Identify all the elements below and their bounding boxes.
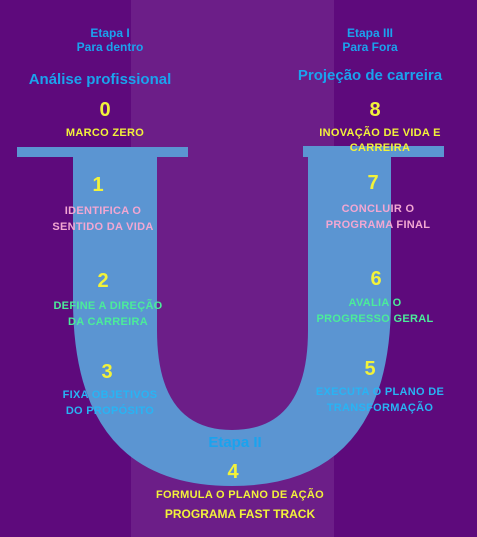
step-5-label: EXECUTA O PLANO DE TRANSFORMAÇÃO: [300, 386, 460, 414]
step-1-line2: SENTIDO DA VIDA: [52, 220, 154, 233]
step-2-number: 2: [97, 270, 109, 292]
step-7-number: 7: [367, 172, 379, 194]
step-6-label: AVALIA O PROGRESSO GERAL: [305, 297, 445, 325]
step-7-label: CONCLUIR O PROGRAMA FINAL: [308, 203, 448, 231]
step-5-line1: EXECUTA O PLANO DE: [315, 386, 445, 398]
step-4-number: 4: [227, 461, 239, 483]
stage-left-line2: Para dentro: [76, 39, 144, 54]
stage-right-line2: Para Fora: [342, 39, 398, 54]
step-0-number: 0: [99, 99, 111, 121]
step-2-line2: DA CARREIRA: [68, 315, 148, 328]
step-8-number: 8: [369, 99, 381, 121]
step-3-line1: FIXA OBJETIVOS: [62, 389, 158, 401]
step-5-number: 5: [364, 358, 376, 380]
step-3-label: FIXA OBJETIVOS DO PROPÓSITO: [40, 389, 180, 417]
step-1-number: 1: [92, 174, 104, 196]
program-title: PROGRAMA FAST TRACK: [164, 507, 316, 521]
step-6-line2: PROGRESSO GERAL: [316, 312, 434, 325]
stage-right-line1: Etapa III: [346, 26, 393, 40]
stage-left-line1: Etapa I: [90, 26, 130, 40]
step-7-line1: CONCLUIR O: [341, 203, 415, 215]
step-4-label: FORMULA O PLANO DE AÇÃO: [155, 489, 325, 501]
stage-right-title: Etapa III Para Fora: [320, 26, 420, 55]
step-1-line1: IDENTIFICA O: [64, 205, 142, 217]
step-5-line2: TRANSFORMAÇÃO: [326, 401, 434, 414]
step-1-label: IDENTIFICA O SENTIDO DA VIDA: [33, 205, 173, 233]
u-shape-path: [17, 146, 444, 486]
stage-middle-label: Etapa II: [208, 434, 262, 451]
step-8-label: INOVAÇÃO DE VIDA E CARREIRA: [300, 127, 460, 154]
step-3-number: 3: [101, 361, 113, 383]
stage-right-subtitle: Projeção de carreira: [297, 67, 443, 84]
step-6-number: 6: [370, 268, 382, 290]
step-2-label: DEFINE A DIREÇÃO DA CARREIRA: [33, 300, 183, 328]
step-7-line2: PROGRAMA FINAL: [325, 218, 431, 231]
step-8-line2: CARREIRA: [349, 141, 411, 154]
step-2-line1: DEFINE A DIREÇÃO: [53, 300, 163, 312]
step-6-line1: AVALIA O: [348, 297, 402, 309]
step-3-line2: DO PROPÓSITO: [65, 404, 155, 417]
step-8-line1: INOVAÇÃO DE VIDA E: [319, 127, 441, 139]
stage-left-title: Etapa I Para dentro: [60, 26, 160, 55]
stage-left-subtitle: Análise profissional: [28, 71, 172, 88]
step-0-label: MARCO ZERO: [65, 127, 145, 139]
